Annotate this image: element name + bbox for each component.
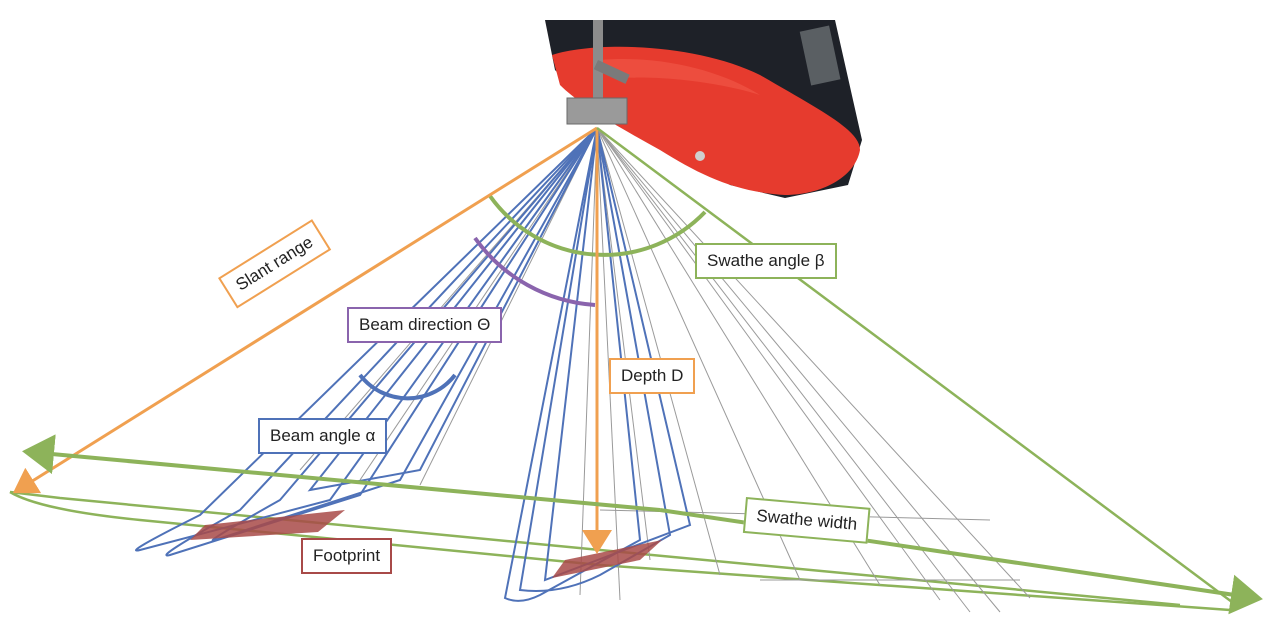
beam-angle-arc: [358, 373, 457, 401]
transducer-head: [566, 97, 628, 125]
slant-range-arrow: [12, 126, 598, 494]
footprints: [190, 510, 662, 578]
transducer-arm: [593, 60, 630, 84]
ship-hull: [545, 20, 862, 198]
beam-left-2: [165, 127, 598, 557]
beam-direction-label: Beam direction Θ: [347, 307, 503, 343]
footprint-left: [190, 510, 345, 540]
transducer: [566, 20, 630, 125]
beam-angle-label: Beam angle α: [258, 418, 388, 454]
depth-label: Depth D: [609, 358, 696, 394]
swathe-right-edge: [596, 126, 1241, 610]
hull-port-light: [695, 151, 705, 161]
hull-red-bottom: [552, 46, 860, 195]
swathe-angle-label: Swathe angle β: [695, 243, 837, 279]
beam-left-1: [135, 127, 598, 552]
swathe-width-arrow-left: [22, 434, 661, 512]
beam-fan-lines: [299, 127, 1031, 613]
hull-stripe: [799, 25, 841, 86]
beam-center-1: [503, 127, 642, 602]
beam-direction-arc: [473, 236, 596, 307]
beam-center-2: [518, 127, 672, 592]
seafloor-outline: [9, 490, 1231, 612]
footprint-label: Footprint: [301, 538, 393, 574]
footprint-center: [552, 540, 662, 578]
swathe-angle-arc: [488, 194, 707, 257]
hull-highlight: [600, 59, 760, 95]
